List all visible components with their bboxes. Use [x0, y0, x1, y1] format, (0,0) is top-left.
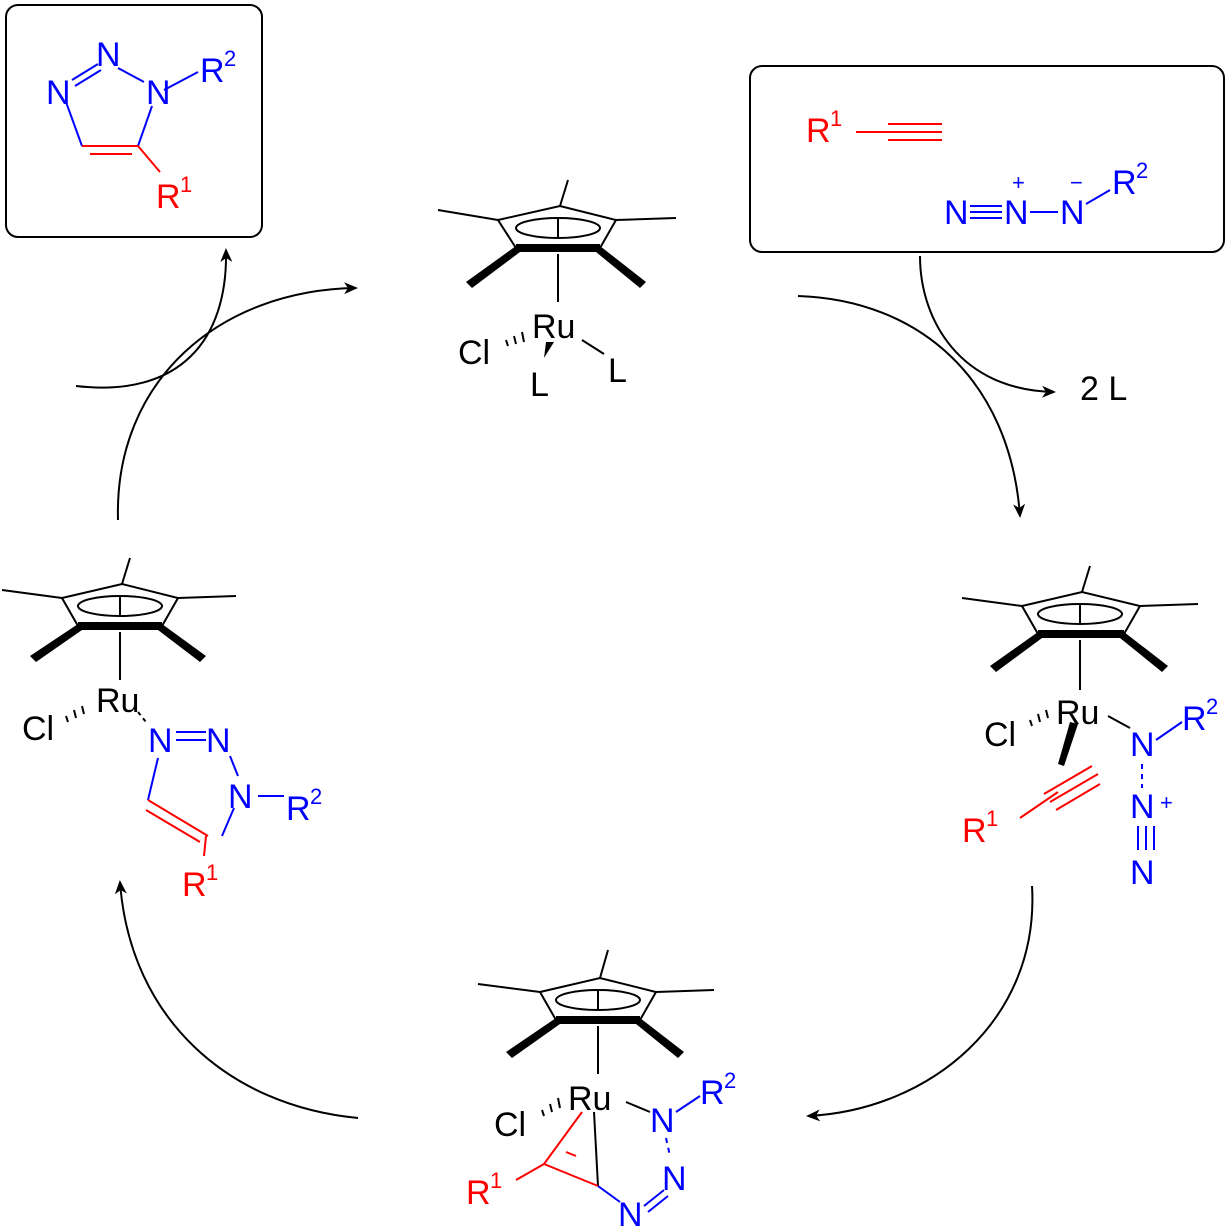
azide-n-terminal-label: N [944, 194, 969, 232]
product-r1-superscript: 1 [180, 172, 192, 197]
intermediate3-r2-label: R [286, 790, 311, 828]
intermediate2-r1-superscript: 1 [490, 1168, 502, 1193]
azide-n-internal-label: N [1060, 194, 1085, 232]
arrow-catalyst-to-intermediate1 [797, 295, 1026, 518]
arrow-product-release [75, 248, 233, 389]
alkyne-r1-superscript: 1 [830, 106, 842, 131]
alkyne-azide-complex: Ru Cl R 1 N R 2 N + N [961, 565, 1218, 892]
intermediate2-ru-label: Ru [568, 1080, 611, 1118]
intermediate1-r1-superscript: 1 [986, 806, 998, 831]
arrow-intermediate3-to-catalyst [116, 282, 358, 521]
intermediate1-plus-charge: + [1160, 790, 1173, 815]
product-n3-label: N [46, 74, 71, 112]
intermediate2-r2-label: R [700, 1074, 725, 1112]
product-n2-label: N [96, 36, 121, 74]
azide-plus-charge: + [1012, 170, 1025, 195]
intermediate1-cl-label: Cl [984, 716, 1016, 754]
intermediate1-r1-label: R [962, 812, 987, 850]
intermediate3-r1-label: R [182, 866, 207, 904]
intermediate3-r1-superscript: 1 [206, 860, 218, 885]
intermediate2-n2-label: N [662, 1160, 687, 1198]
intermediate3-n3-label: N [148, 722, 173, 760]
intermediate1-n3-label: N [1130, 854, 1155, 892]
intermediate3-n1-label: N [228, 778, 253, 816]
intermediate3-r2-superscript: 2 [310, 784, 322, 809]
reactants-box: R 1 N N + N − R 2 [749, 65, 1225, 253]
intermediate1-n1-label: N [1130, 726, 1155, 764]
intermediate1-r2-superscript: 2 [1206, 694, 1218, 719]
product-n1-label: N [146, 74, 171, 112]
intermediate2-n1-label: N [650, 1102, 675, 1140]
triazole-complex: Ru Cl N N N R 2 R 1 [1, 557, 322, 904]
azide-r2-superscript: 2 [1136, 158, 1148, 183]
catalyst-complex: Ru Cl L L [437, 179, 677, 404]
arrow-reactant-entry [919, 255, 1056, 398]
catalyst-ru-label: Ru [532, 308, 575, 346]
product-r2-label: R [200, 52, 225, 90]
released-ligands-label: 2 L [1080, 370, 1127, 408]
azide-r2-label: R [1112, 164, 1137, 202]
azide-minus-charge: − [1070, 170, 1083, 195]
product-r1-label: R [156, 178, 181, 216]
product-r2-superscript: 2 [224, 46, 236, 71]
arrow-intermediate2-to-intermediate3 [114, 880, 359, 1119]
intermediate2-cl-label: Cl [494, 1106, 526, 1144]
intermediate1-n2-label: N [1130, 788, 1155, 826]
ruthenacycle-complex: Ru Cl R 1 N R 2 N N [466, 949, 736, 1229]
intermediate1-ru-label: Ru [1056, 694, 1099, 732]
intermediate2-r1-label: R [466, 1174, 491, 1212]
product-box: N N N R 2 R 1 [5, 4, 263, 238]
catalyst-ligand-2-label: L [608, 352, 627, 390]
intermediate3-n2-label: N [206, 722, 231, 760]
intermediate2-n3-label: N [618, 1196, 643, 1229]
intermediate3-cl-label: Cl [22, 710, 54, 748]
alkyne-r1-label: R [806, 112, 831, 150]
intermediate1-r2-label: R [1182, 700, 1207, 738]
cycle-arrows [75, 248, 1056, 1122]
arrow-intermediate1-to-intermediate2 [806, 885, 1034, 1122]
azide-n-central-label: N [1004, 194, 1029, 232]
catalyst-ligand-1-label: L [530, 366, 549, 404]
intermediate2-r2-superscript: 2 [724, 1068, 736, 1093]
catalyst-cl-label: Cl [458, 334, 490, 372]
intermediate3-ru-label: Ru [96, 682, 139, 720]
